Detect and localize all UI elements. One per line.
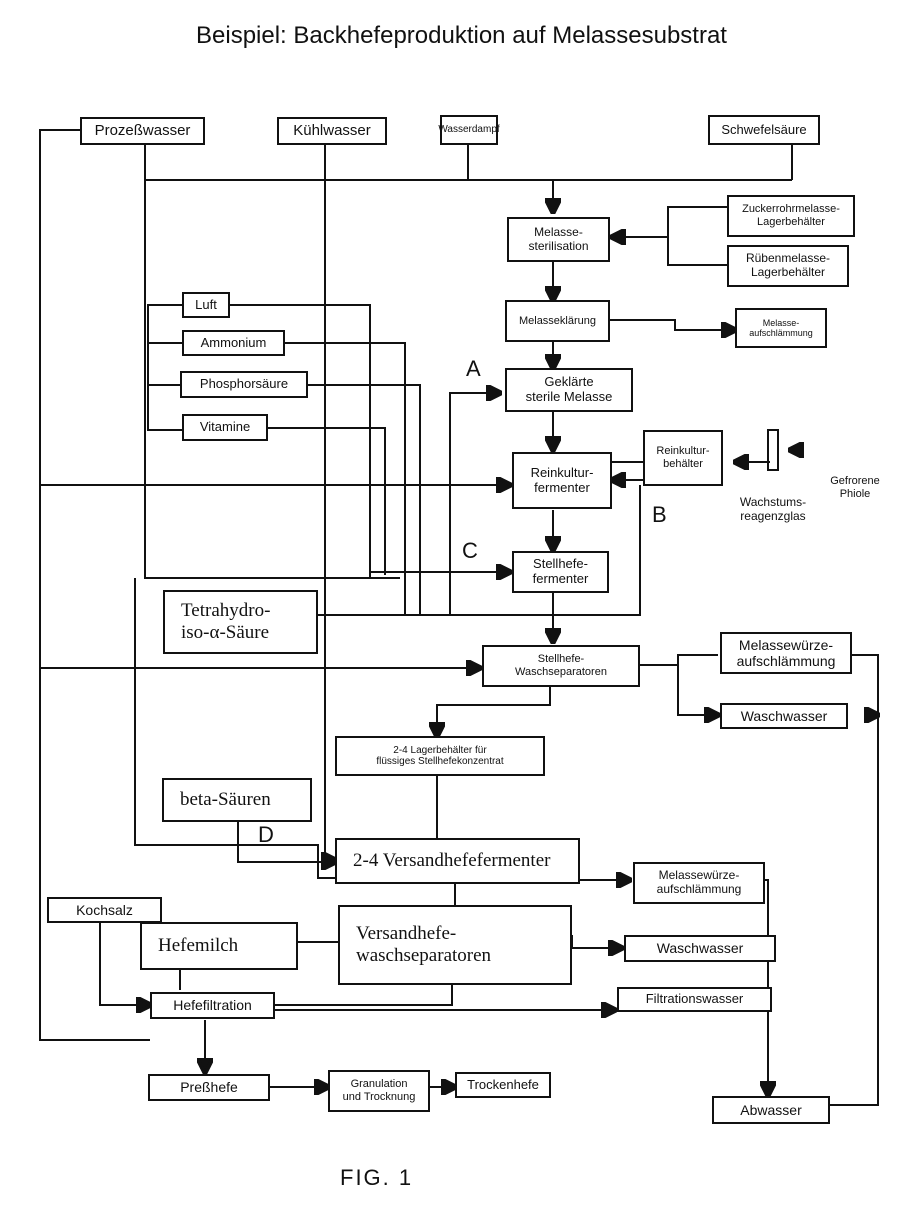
box-beta-saeuren: beta-Säuren	[162, 778, 312, 822]
box-schwefelsaeure: Schwefelsäure	[708, 115, 820, 145]
box-ammonium: Ammonium	[182, 330, 285, 356]
box-ruebenmelasse: Rübenmelasse- Lagerbehälter	[727, 245, 849, 287]
box-versandhefe-waschseparatoren: Versandhefe- waschseparatoren	[338, 905, 572, 985]
box-reinkulturbehaelter: Reinkultur- behälter	[643, 430, 723, 486]
box-stellhefefermenter: Stellhefe- fermenter	[512, 551, 609, 593]
box-waschwasser-2: Waschwasser	[624, 935, 776, 962]
box-kochsalz: Kochsalz	[47, 897, 162, 923]
label-b: B	[652, 502, 667, 528]
box-filtrationswasser: Filtrationswasser	[617, 987, 772, 1012]
box-granulation-trocknung: Granulation und Trocknung	[328, 1070, 430, 1112]
box-trockenhefe: Trockenhefe	[455, 1072, 551, 1098]
label-d: D	[258, 822, 274, 848]
box-stellhefe-waschseparatoren: Stellhefe- Waschseparatoren	[482, 645, 640, 687]
box-kuehlwasser: Kühlwasser	[277, 117, 387, 145]
label-c: C	[462, 538, 478, 564]
box-abwasser: Abwasser	[712, 1096, 830, 1124]
box-prozesswasser: Prozeßwasser	[80, 117, 205, 145]
box-luft: Luft	[182, 292, 230, 318]
box-presshefe: Preßhefe	[148, 1074, 270, 1101]
box-hefefiltration: Hefefiltration	[150, 992, 275, 1019]
label-wachstumsreagenzglas: Wachstums- reagenzglas	[728, 495, 818, 524]
box-versandhefefermenter: 2-4 Versandhefefermenter	[335, 838, 580, 884]
box-hefemilch: Hefemilch	[140, 922, 298, 970]
label-a: A	[466, 356, 481, 382]
box-tetrahydro-iso-alpha-saeure: Tetrahydro- iso-α-Säure	[163, 590, 318, 654]
box-reinkulturfermenter: Reinkultur- fermenter	[512, 452, 612, 509]
box-phosphorsaeure: Phosphorsäure	[180, 371, 308, 398]
box-zuckerrohrmelasse: Zuckerrohrmelasse- Lagerbehälter	[727, 195, 855, 237]
box-melasse-sterilisation: Melasse- sterilisation	[507, 217, 610, 262]
box-lagerbehaelter-stellhefekonzentrat: 2-4 Lagerbehälter für flüssiges Stellhef…	[335, 736, 545, 776]
box-melassewuerze-aufschlaemmung-1: Melassewürze- aufschlämmung	[720, 632, 852, 674]
box-melasseklaerung: Melasseklärung	[505, 300, 610, 342]
label-gefrorene-phiole: Gefrorene Phiole	[820, 475, 890, 501]
box-waschwasser-1: Waschwasser	[720, 703, 848, 729]
figure-label: FIG. 1	[340, 1165, 413, 1191]
box-melassewuerze-aufschlaemmung-2: Melassewürze- aufschlämmung	[633, 862, 765, 904]
box-wasserdampf: Wasserdampf	[440, 115, 498, 145]
box-geklaerte-sterile-melasse: Geklärte sterile Melasse	[505, 368, 633, 412]
box-melasse-aufschlaemmung: Melasse- aufschlämmung	[735, 308, 827, 348]
box-vitamine: Vitamine	[182, 414, 268, 441]
